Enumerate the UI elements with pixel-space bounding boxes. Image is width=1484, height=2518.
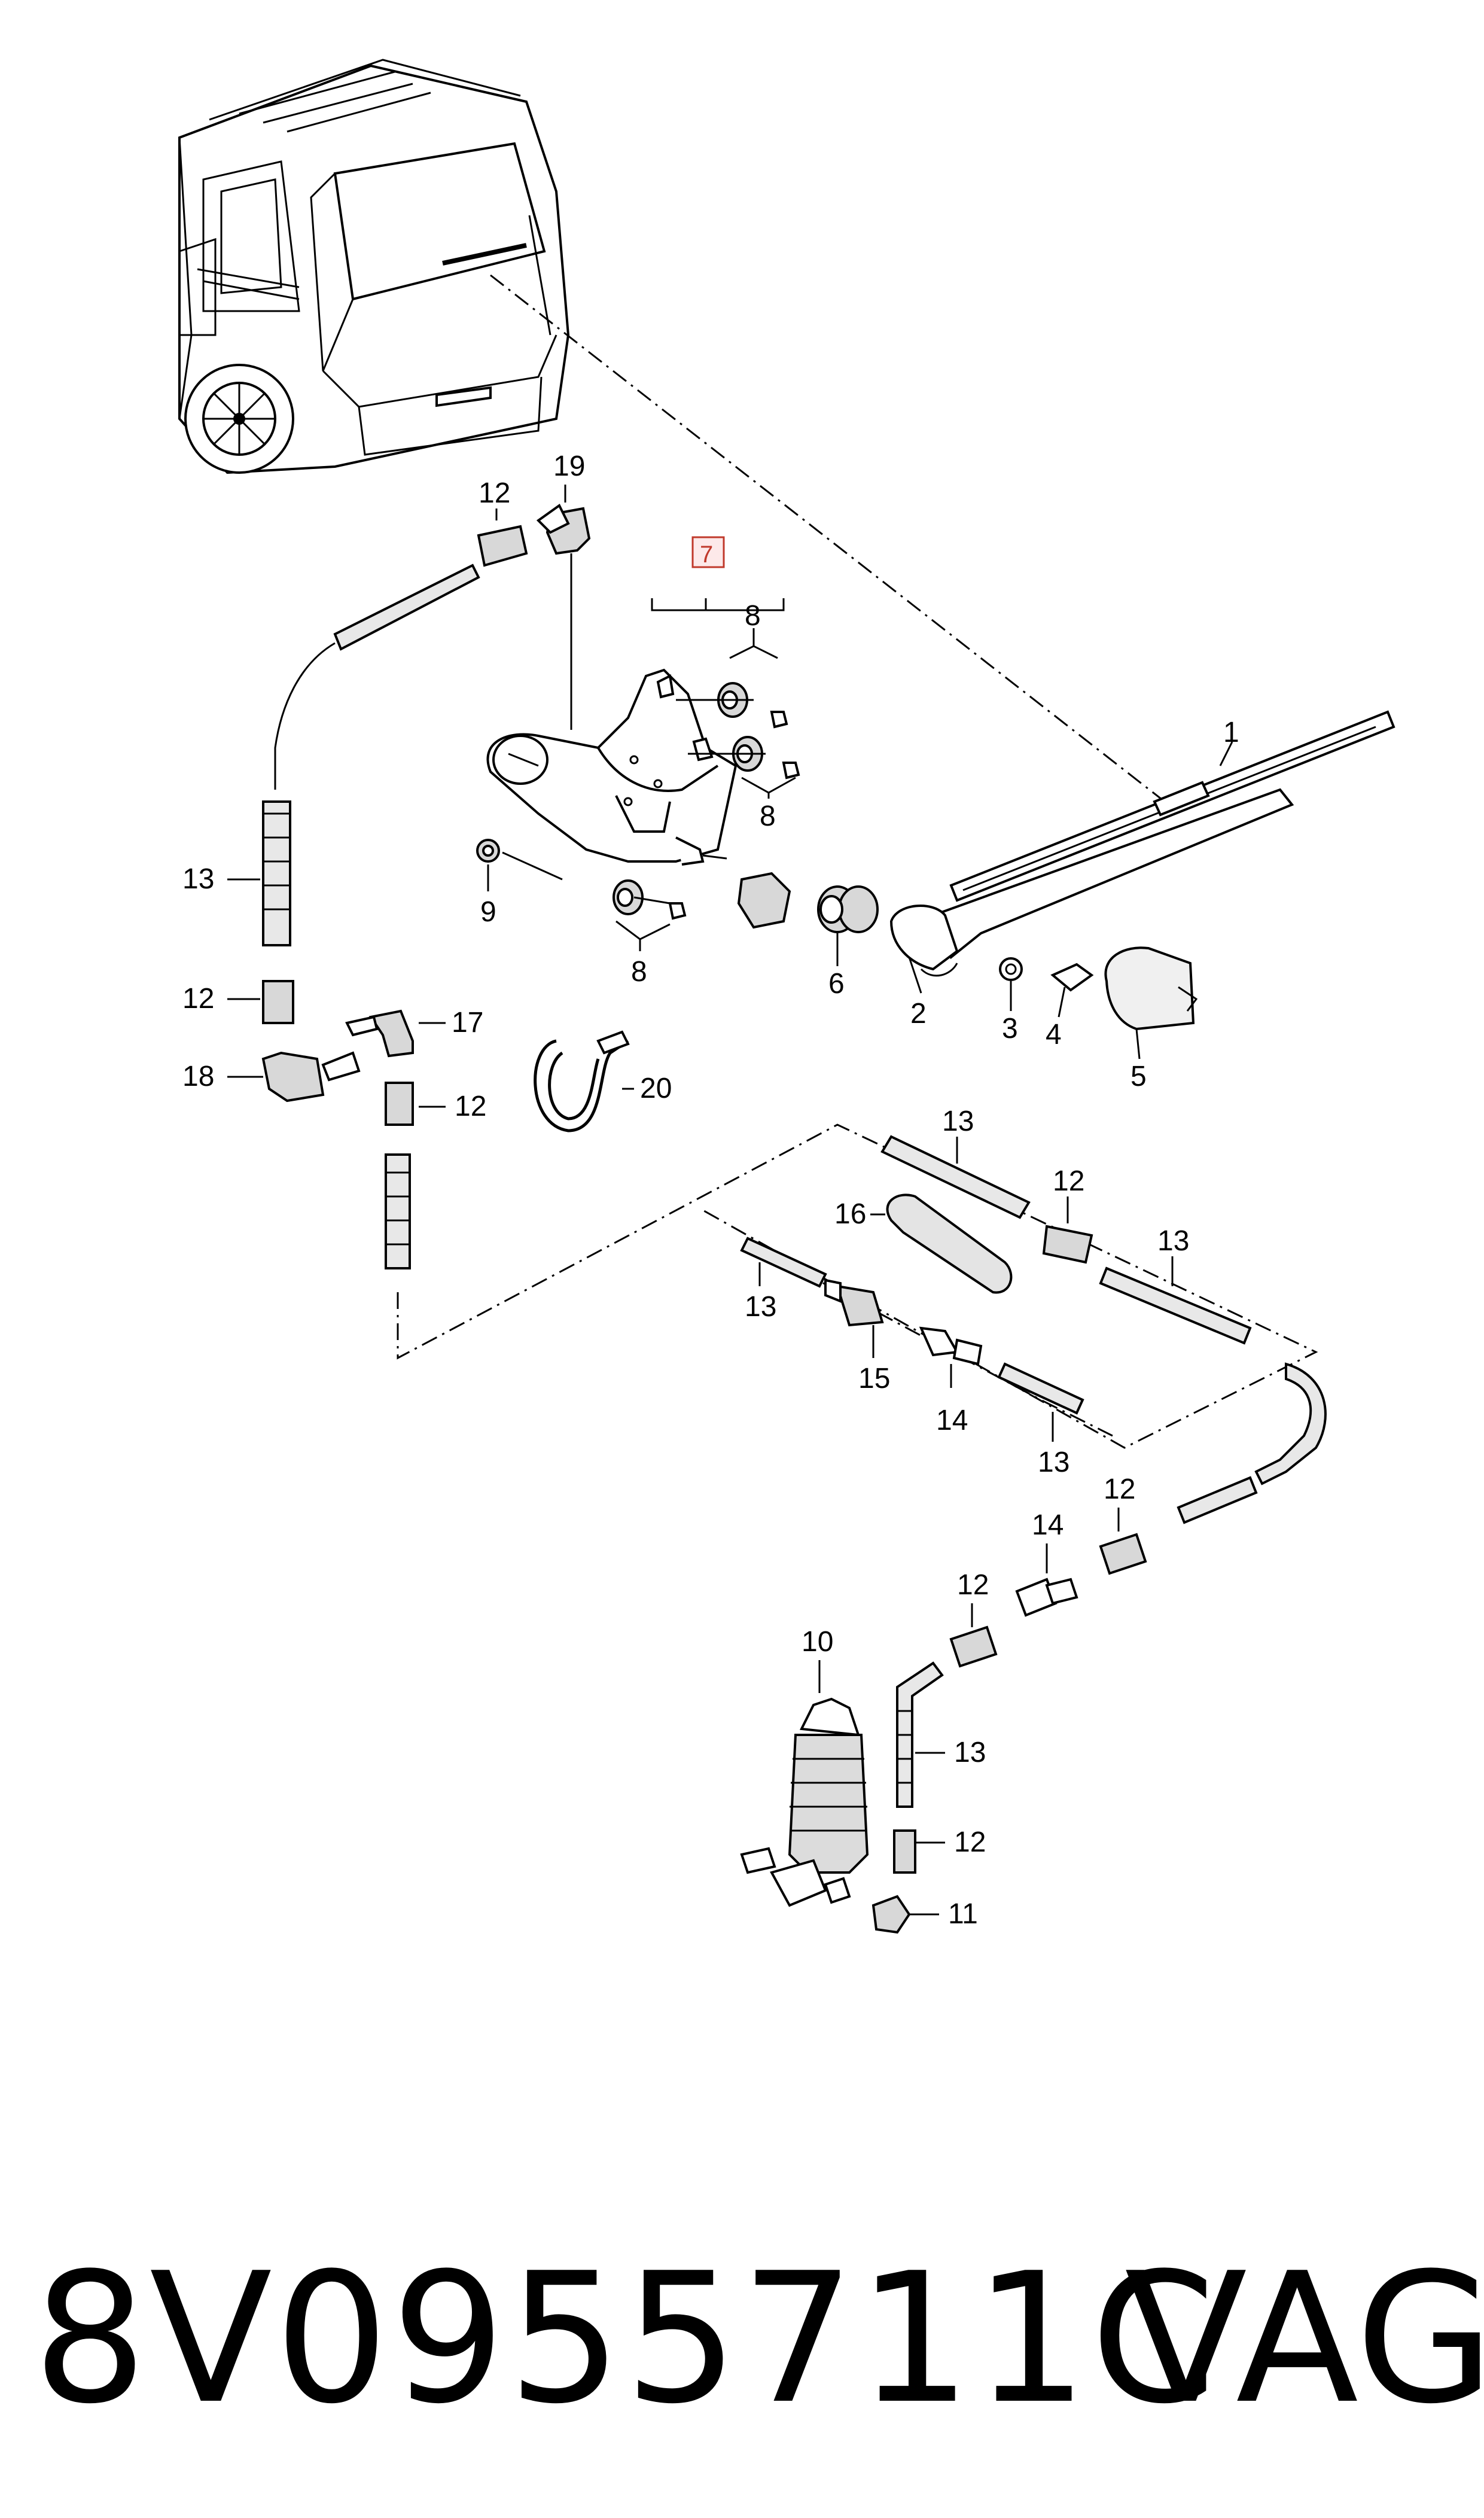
callout-20: 20 bbox=[640, 1073, 672, 1104]
callout-5: 5 bbox=[1130, 1061, 1147, 1092]
callout-16: 16 bbox=[834, 1198, 866, 1230]
part-2-wiper-arm bbox=[889, 788, 1294, 977]
part-16-protective-sleeve bbox=[886, 1193, 1013, 1294]
part-20-cable-strap bbox=[534, 1030, 630, 1132]
callout-12-left: 12 bbox=[182, 983, 214, 1015]
part-13-hose-mid-lower bbox=[997, 1362, 1084, 1415]
vehicle-illustration bbox=[178, 59, 570, 474]
part-15-check-valve bbox=[824, 1278, 884, 1327]
part-6-grommet bbox=[817, 885, 879, 933]
callout-14-mid: 14 bbox=[936, 1405, 968, 1436]
callout-12-lower-right: 12 bbox=[1104, 1473, 1135, 1505]
part-7-wiper-motor bbox=[486, 668, 738, 866]
group-label-box bbox=[691, 536, 725, 568]
part-12-hose-connector-mid bbox=[385, 1082, 414, 1126]
part-1-wiper-blade bbox=[949, 710, 1395, 902]
part-13-hose-upper bbox=[262, 564, 480, 946]
callout-9: 9 bbox=[480, 896, 496, 928]
callout-8-top: 8 bbox=[745, 600, 761, 632]
callout-labels: 1 2 3 4 5 6 7 8 8 8 9 10 11 12 12 12 12 … bbox=[182, 450, 1239, 1930]
callout-18: 18 bbox=[182, 1061, 214, 1092]
part-9-nut bbox=[476, 839, 563, 881]
part-10-washer-pump bbox=[740, 1697, 869, 1907]
part-12-hose-connector-upper bbox=[477, 525, 528, 567]
leader-lines bbox=[227, 485, 1233, 1916]
callout-19: 19 bbox=[553, 450, 585, 482]
callout-15: 15 bbox=[858, 1363, 890, 1395]
part-5-cover-cap bbox=[1104, 946, 1198, 1031]
callout-10: 10 bbox=[802, 1626, 833, 1658]
callout-13-lower: 13 bbox=[954, 1737, 986, 1768]
part-14-connector-mid bbox=[919, 1326, 983, 1366]
part-8-bushings-screws bbox=[613, 682, 800, 920]
callout-6: 6 bbox=[828, 968, 845, 1000]
group-label-7: 7 bbox=[700, 541, 713, 568]
part-13-hose-mid-right bbox=[1099, 1266, 1252, 1345]
callout-17: 17 bbox=[452, 1007, 483, 1039]
part-14-connector-lower bbox=[1015, 1578, 1078, 1617]
exploded-parts-diagram: 1 2 3 4 5 6 7 8 8 8 9 10 11 12 12 12 12 … bbox=[178, 59, 1395, 1934]
callout-12-lower-mid: 12 bbox=[957, 1569, 989, 1601]
callout-11: 11 bbox=[948, 1898, 978, 1930]
callout-8-lower: 8 bbox=[631, 956, 647, 988]
callout-14-lower: 14 bbox=[1032, 1509, 1064, 1541]
part-13-hose-mid-upper bbox=[880, 1135, 1031, 1219]
part-18-valve bbox=[261, 1051, 361, 1103]
part-12-hose-connector-lower-mid bbox=[949, 1625, 998, 1668]
part-11-grommet-plug bbox=[871, 1895, 911, 1934]
part-19-elbow-connector bbox=[536, 504, 591, 555]
callout-12-mid-right: 12 bbox=[1053, 1165, 1084, 1197]
part-3-nut bbox=[999, 957, 1023, 981]
part-4-clip bbox=[1050, 963, 1094, 992]
brand-name: VAG bbox=[1125, 2234, 1484, 2443]
callout-12-mid: 12 bbox=[455, 1091, 486, 1122]
part-12-hose-connector-lower-right bbox=[1099, 1533, 1147, 1575]
callout-8-middle: 8 bbox=[760, 800, 776, 832]
callout-13-left: 13 bbox=[182, 863, 214, 895]
part-grommet-washer bbox=[737, 872, 791, 929]
callout-2: 2 bbox=[910, 998, 927, 1030]
part-12-hose-connector-mid-right bbox=[1042, 1225, 1093, 1264]
part-12-hose-connector-left bbox=[262, 980, 294, 1024]
callout-13-mid-lower: 13 bbox=[1038, 1447, 1069, 1478]
part-13-hose-lower-bend bbox=[896, 1661, 944, 1808]
callout-13-mid-left: 13 bbox=[745, 1291, 776, 1323]
part-number: 8V0955711C bbox=[33, 2234, 1218, 2443]
part-17-elbow bbox=[345, 1009, 414, 1058]
callout-12-lower: 12 bbox=[954, 1826, 986, 1858]
part-13-hose-mid-left bbox=[740, 1237, 827, 1288]
part-13-hose-left-vertical bbox=[385, 1153, 411, 1269]
callout-13-mid-right: 13 bbox=[1157, 1225, 1189, 1257]
callout-3: 3 bbox=[1002, 1013, 1018, 1045]
callout-13-mid-top: 13 bbox=[942, 1106, 974, 1137]
callout-4: 4 bbox=[1046, 1019, 1062, 1051]
callout-1: 1 bbox=[1223, 717, 1239, 748]
part-12-hose-connector-lower bbox=[893, 1829, 916, 1874]
callout-12-top: 12 bbox=[479, 477, 510, 509]
part-13-hose-lower-right bbox=[1177, 1362, 1327, 1524]
